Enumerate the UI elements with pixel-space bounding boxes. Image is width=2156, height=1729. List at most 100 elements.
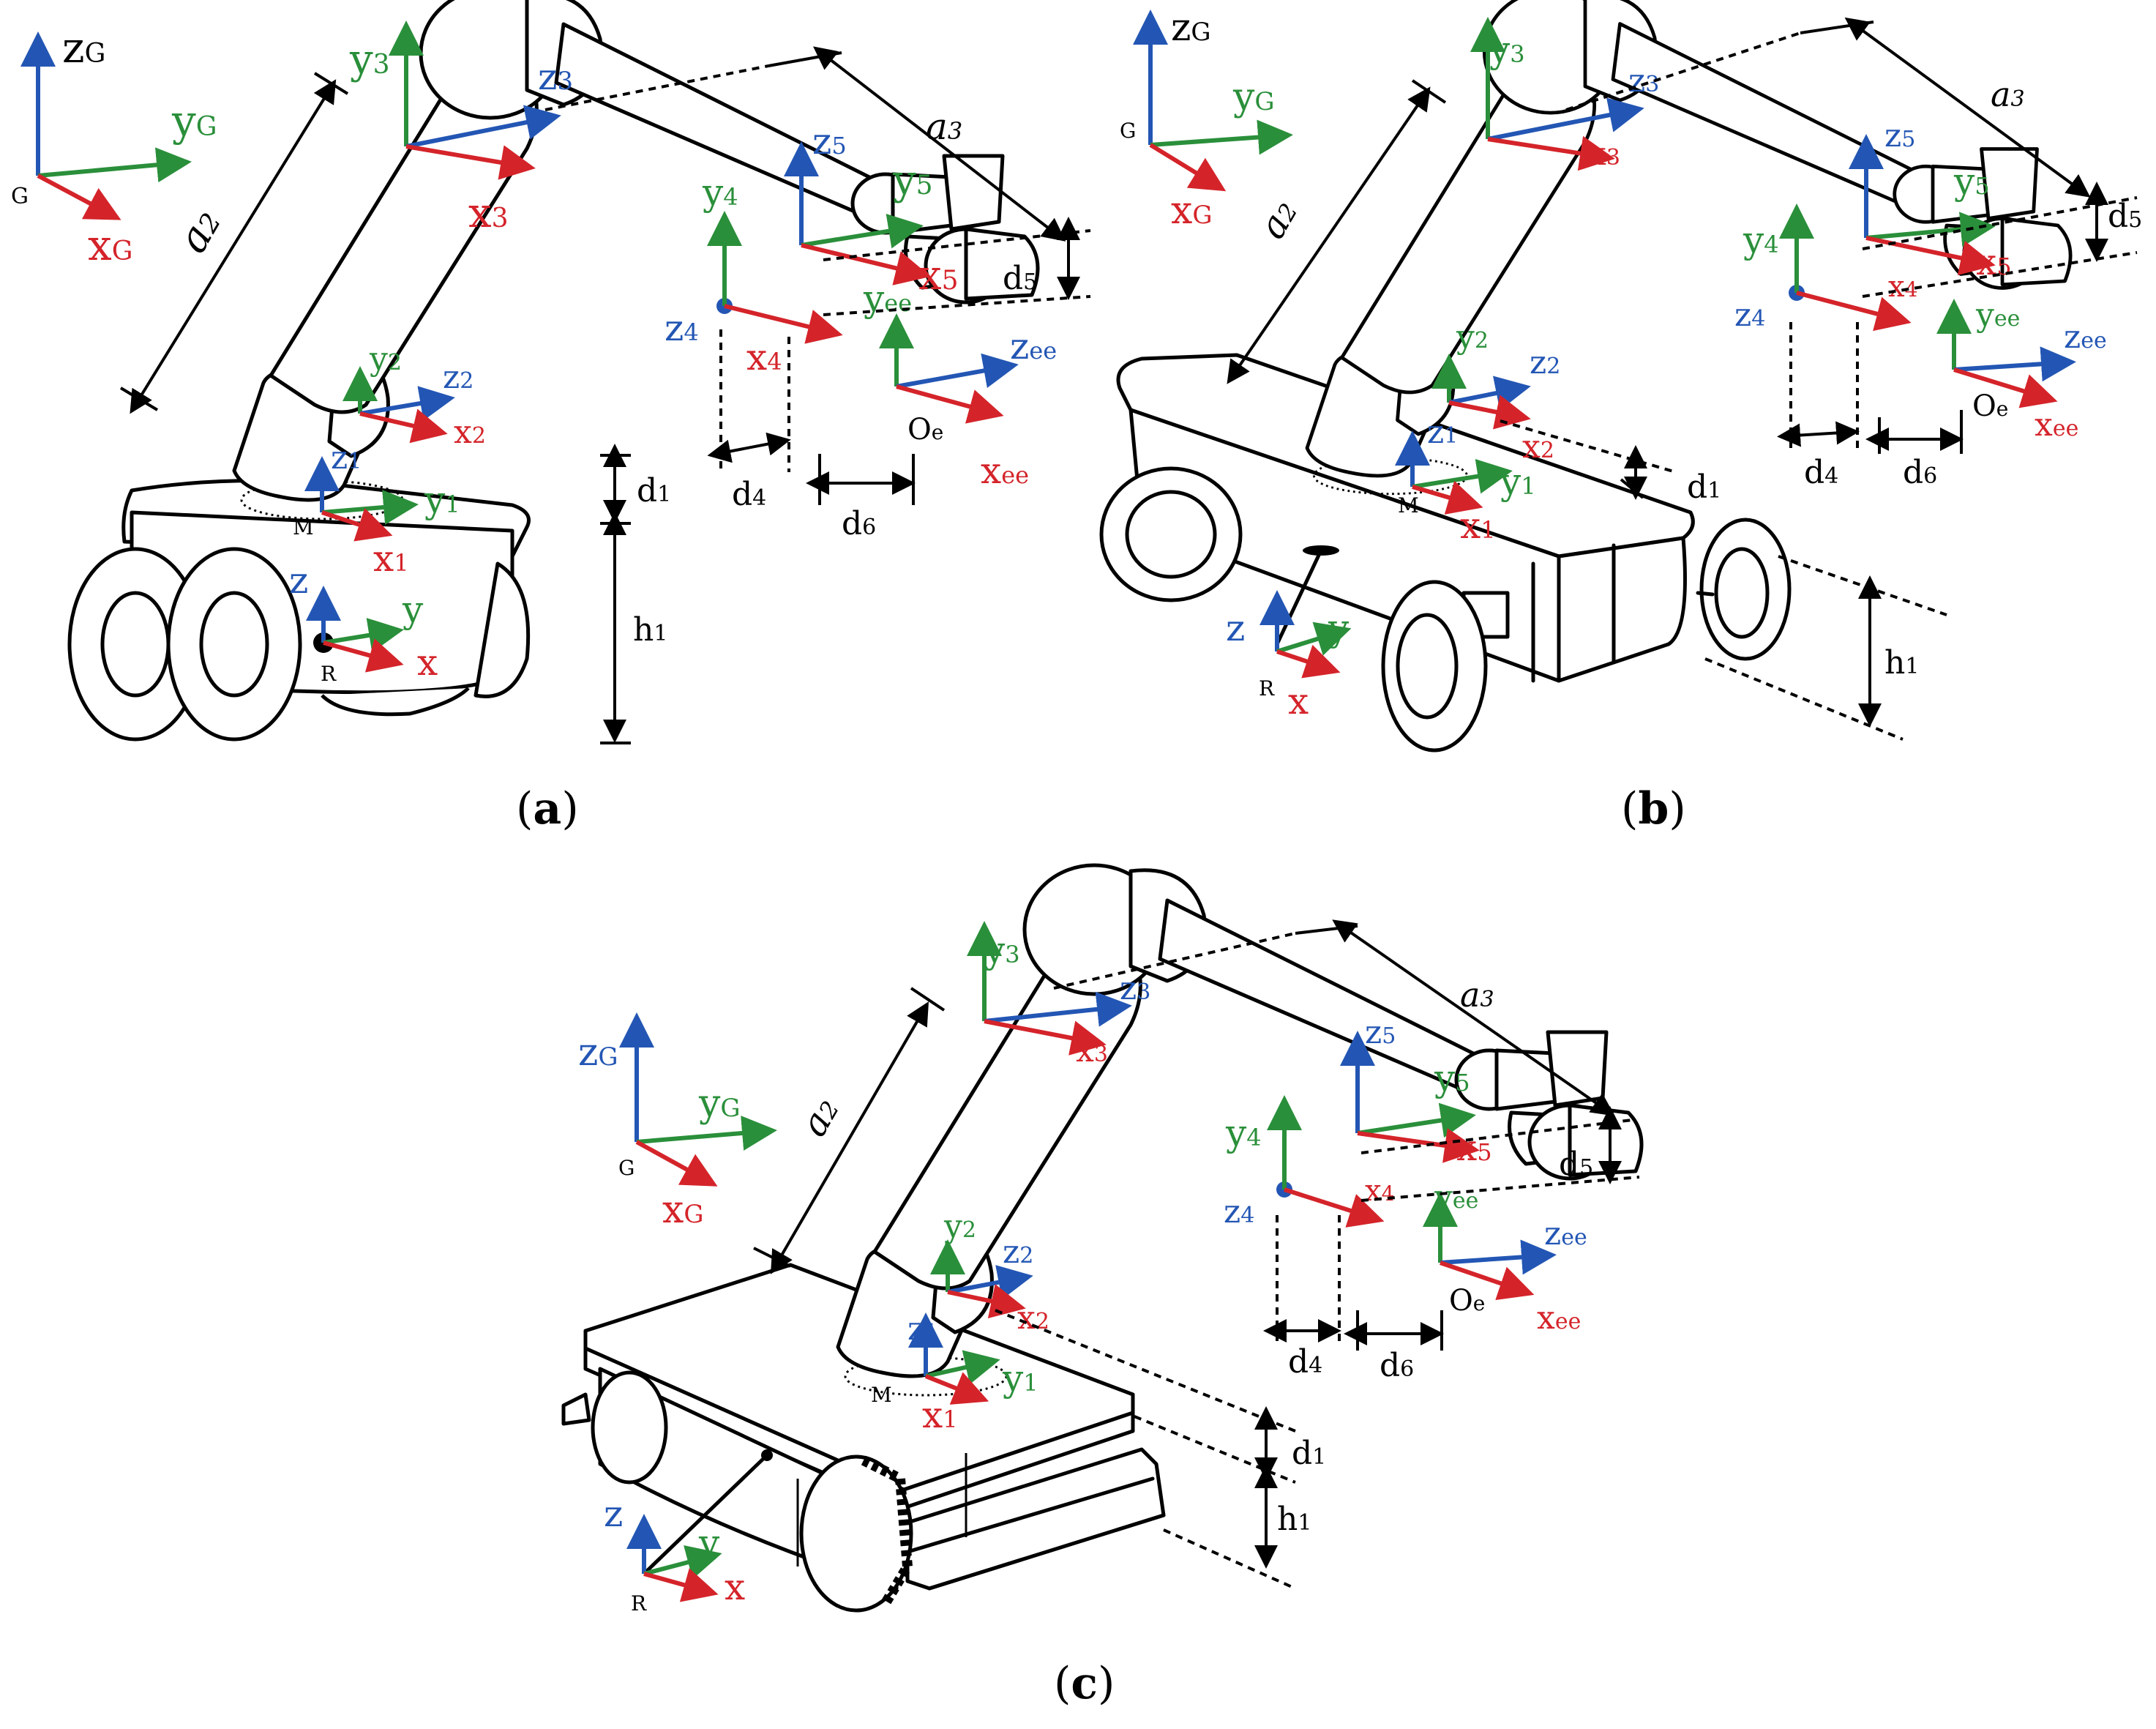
svg-text:a2: a2 bbox=[1251, 193, 1306, 245]
svg-text:x1: x1 bbox=[373, 537, 409, 580]
svg-text:a3: a3 bbox=[1991, 75, 2025, 114]
global-frame-c: zG yG xG G bbox=[578, 1012, 777, 1232]
mobile-base-c bbox=[561, 1263, 1166, 1613]
svg-text:z4: z4 bbox=[665, 307, 699, 349]
svg-text:x4: x4 bbox=[746, 336, 782, 378]
frame-1-c: M z1 y1 x1 bbox=[871, 1310, 1038, 1436]
svg-text:y3: y3 bbox=[984, 929, 1020, 971]
frame-1-b: M z1 y1 x1 bbox=[1395, 414, 1536, 547]
frame-2-a: y2 z2 x2 bbox=[343, 340, 486, 451]
svg-text:yee: yee bbox=[863, 277, 912, 320]
frame-ee-a: yee zee xee Oe bbox=[863, 277, 1057, 492]
svg-text:x2: x2 bbox=[1522, 428, 1554, 466]
svg-text:d5: d5 bbox=[1559, 1146, 1593, 1183]
panel-b: zG yG xG G bbox=[1099, 0, 2142, 834]
svg-text:y1: y1 bbox=[1002, 1357, 1038, 1400]
svg-text:yG: yG bbox=[698, 1082, 741, 1126]
svg-text:y5: y5 bbox=[892, 157, 933, 204]
global-frame-b: zG yG xG G bbox=[1120, 6, 1293, 233]
svg-text:y: y bbox=[402, 589, 424, 631]
svg-text:d6: d6 bbox=[1903, 454, 1937, 491]
frame-3-c: y3 z3 x3 bbox=[967, 921, 1150, 1069]
svg-text:x: x bbox=[725, 1566, 745, 1608]
svg-text:xee: xee bbox=[2035, 406, 2078, 444]
mobile-base-a bbox=[67, 479, 531, 742]
svg-text:a3: a3 bbox=[926, 105, 962, 148]
svg-text:y2: y2 bbox=[369, 340, 402, 378]
svg-text:y4: y4 bbox=[1225, 1112, 1262, 1154]
svg-text:zee: zee bbox=[1010, 325, 1057, 367]
svg-text:Oe: Oe bbox=[1972, 389, 2008, 423]
svg-text:z: z bbox=[289, 559, 308, 602]
svg-text:z5: z5 bbox=[1884, 117, 1915, 154]
xg-label: x bbox=[88, 220, 112, 270]
frame-ee-b: yee zee xee Oe bbox=[1936, 296, 2107, 444]
svg-text:yee: yee bbox=[1975, 296, 2020, 334]
svg-text:h1: h1 bbox=[1884, 644, 1919, 681]
svg-text:Oe: Oe bbox=[1449, 1284, 1485, 1318]
frame-1-a: M z1 y1 x1 bbox=[293, 439, 460, 580]
svg-text:xee: xee bbox=[1537, 1299, 1581, 1337]
robot-frame-c: z y x R bbox=[604, 1493, 745, 1616]
svg-text:yG: yG bbox=[1232, 75, 1275, 119]
svg-text:R: R bbox=[321, 662, 337, 686]
svg-text:z: z bbox=[604, 1493, 623, 1535]
svg-text:z1: z1 bbox=[907, 1310, 938, 1348]
svg-text:d1: d1 bbox=[637, 472, 671, 509]
svg-text:d4: d4 bbox=[732, 476, 766, 513]
svg-text:d6: d6 bbox=[1380, 1347, 1414, 1384]
svg-text:y2: y2 bbox=[943, 1208, 976, 1245]
svg-text:z2: z2 bbox=[443, 359, 474, 396]
svg-text:x1: x1 bbox=[1460, 504, 1496, 547]
svg-text:h1: h1 bbox=[1277, 1501, 1311, 1538]
svg-text:z3: z3 bbox=[1120, 970, 1150, 1007]
panel-a: zG yG xG G z y x R bbox=[11, 0, 1091, 834]
svg-text:d4: d4 bbox=[1288, 1343, 1322, 1381]
frame-ee-c: yee zee xee Oe bbox=[1423, 1179, 1587, 1337]
svg-text:d6: d6 bbox=[842, 505, 876, 542]
svg-text:d5: d5 bbox=[2108, 198, 2142, 235]
svg-text:x2: x2 bbox=[454, 414, 486, 451]
svg-text:x5: x5 bbox=[1456, 1127, 1492, 1169]
frame-4-c: y4 z4 x4 bbox=[1224, 1095, 1394, 1231]
origin-g-label: G bbox=[11, 184, 29, 209]
caption-c: (c) bbox=[1054, 1658, 1115, 1709]
svg-text:x5: x5 bbox=[918, 252, 959, 299]
svg-text:yG: yG bbox=[171, 96, 217, 146]
svg-text:xee: xee bbox=[981, 449, 1029, 492]
svg-text:R: R bbox=[1259, 676, 1275, 701]
svg-text:zee: zee bbox=[1544, 1215, 1587, 1252]
svg-text:x3: x3 bbox=[468, 190, 509, 237]
svg-text:x: x bbox=[1288, 680, 1309, 722]
caption-b: (b) bbox=[1621, 783, 1686, 834]
zg-label: z bbox=[62, 23, 85, 72]
svg-text:a2: a2 bbox=[168, 201, 230, 261]
svg-text:y1: y1 bbox=[424, 479, 460, 521]
svg-text:x4: x4 bbox=[1365, 1174, 1394, 1208]
svg-text:z3: z3 bbox=[538, 56, 573, 98]
svg-text:z5: z5 bbox=[812, 120, 847, 163]
panel-c: zG yG xG G bbox=[561, 865, 1642, 1709]
svg-text:yee: yee bbox=[1434, 1179, 1478, 1216]
robot-frame-b: z y x R bbox=[1226, 590, 1352, 722]
frame-2-b: y2 z2 x2 bbox=[1431, 318, 1560, 466]
svg-text:y: y bbox=[1328, 607, 1350, 649]
svg-text:z1: z1 bbox=[331, 439, 362, 477]
svg-text:y: y bbox=[698, 1522, 720, 1564]
svg-text:z: z bbox=[1226, 607, 1245, 649]
svg-text:y3: y3 bbox=[1489, 29, 1525, 71]
svg-text:y3: y3 bbox=[349, 36, 390, 83]
svg-text:xG: xG bbox=[1171, 189, 1213, 233]
svg-text:d1: d1 bbox=[1687, 468, 1721, 506]
robot-frame-a: z y x R bbox=[289, 559, 438, 686]
svg-text:z3: z3 bbox=[1628, 62, 1659, 100]
svg-text:x3: x3 bbox=[1588, 135, 1620, 173]
svg-text:x2: x2 bbox=[1017, 1299, 1049, 1337]
svg-text:zG: zG bbox=[1171, 6, 1211, 50]
svg-text:M: M bbox=[871, 1383, 892, 1407]
svg-text:Oe: Oe bbox=[907, 413, 943, 447]
svg-text:h1: h1 bbox=[633, 611, 667, 649]
svg-text:x: x bbox=[417, 641, 438, 684]
svg-text:xG: xG bbox=[88, 220, 132, 270]
